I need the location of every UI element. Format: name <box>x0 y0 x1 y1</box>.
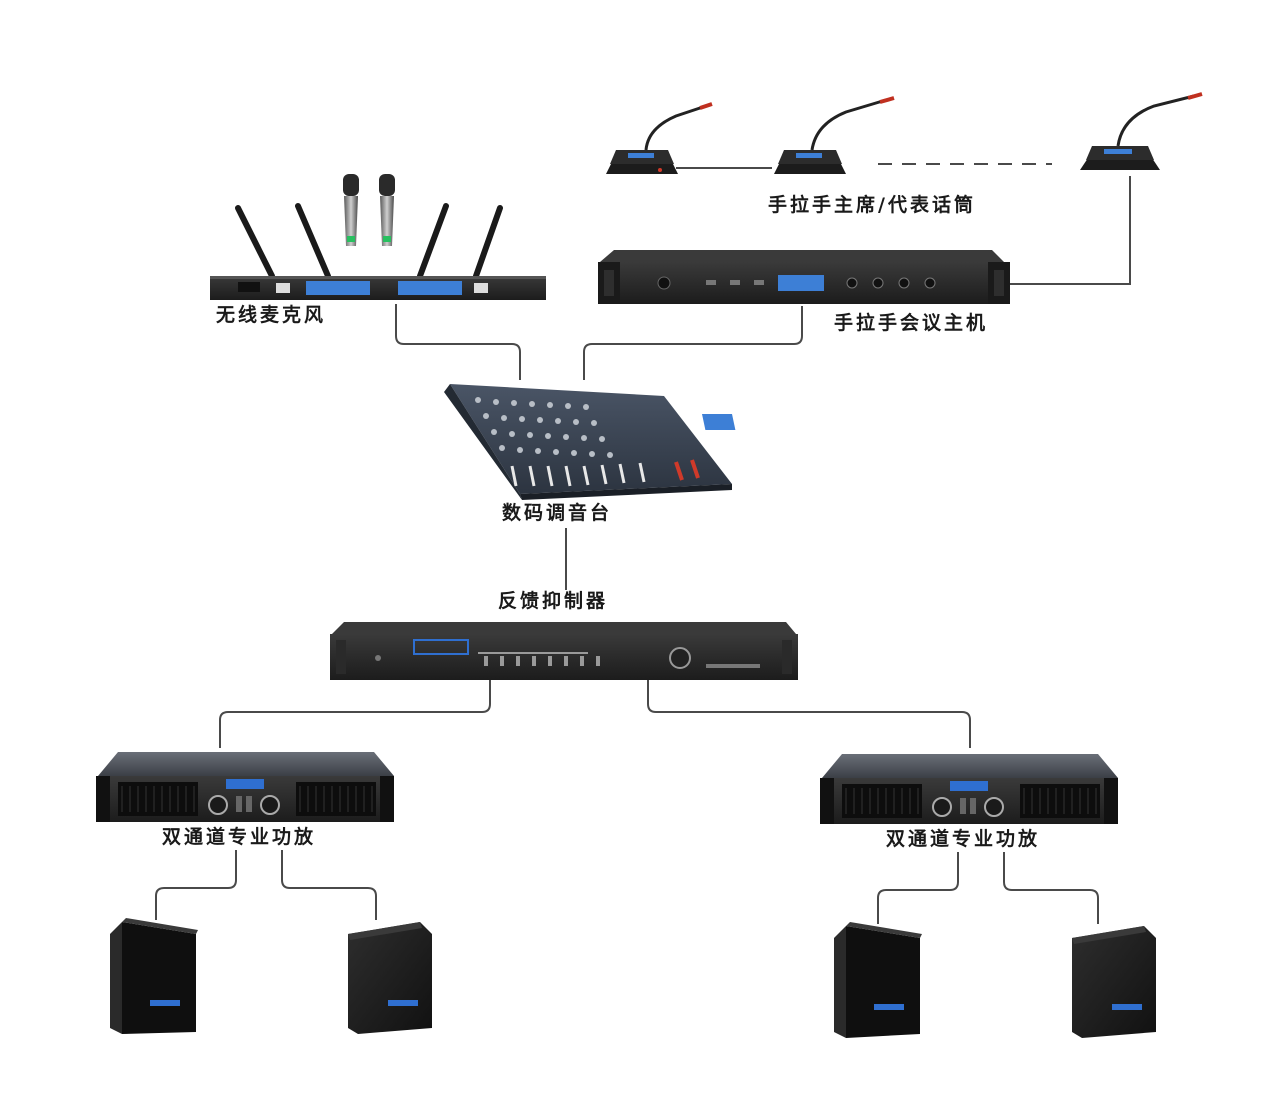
cable-ampr-speaker2 <box>1003 852 1099 924</box>
cables <box>155 163 1131 924</box>
amplifier-left-unit <box>96 752 394 822</box>
speaker-1 <box>110 918 198 1034</box>
label-digital-mixer: 数码调音台 <box>502 502 613 524</box>
amplifier-right-unit <box>820 754 1118 824</box>
conference-mic-1 <box>606 102 713 174</box>
conference-mic-3 <box>1080 92 1203 170</box>
speaker-3 <box>834 922 922 1038</box>
wireless-receiver <box>210 203 546 300</box>
cable-host-mixer <box>583 306 803 380</box>
feedback-suppressor-unit <box>330 622 798 680</box>
cable-suppressor-amp-right <box>647 680 971 748</box>
label-chairman-delegate-mics: 手拉手主席/代表话筒 <box>768 194 976 216</box>
label-wireless-mic: 无线麦克风 <box>216 304 327 326</box>
cable-suppressor-amp-left <box>219 680 491 748</box>
label-amplifier-left: 双通道专业功放 <box>162 826 317 848</box>
cable-mic3-host <box>1008 176 1131 285</box>
cable-wireless-mixer <box>395 304 521 380</box>
cable-ampl-speaker2 <box>281 850 377 920</box>
conference-mic-2 <box>774 96 895 174</box>
cable-ampr-speaker1 <box>877 852 959 924</box>
cable-ampl-speaker1 <box>155 850 237 920</box>
label-amplifier-right: 双通道专业功放 <box>886 828 1041 850</box>
handheld-mic-2 <box>379 174 395 246</box>
label-conference-host: 手拉手会议主机 <box>834 312 989 334</box>
conference-host-unit <box>598 250 1010 304</box>
label-feedback-suppressor: 反馈抑制器 <box>498 590 609 612</box>
speaker-2 <box>348 922 432 1034</box>
handheld-mic-1 <box>343 174 359 246</box>
digital-mixer-unit <box>444 384 736 500</box>
speaker-4 <box>1072 926 1156 1038</box>
